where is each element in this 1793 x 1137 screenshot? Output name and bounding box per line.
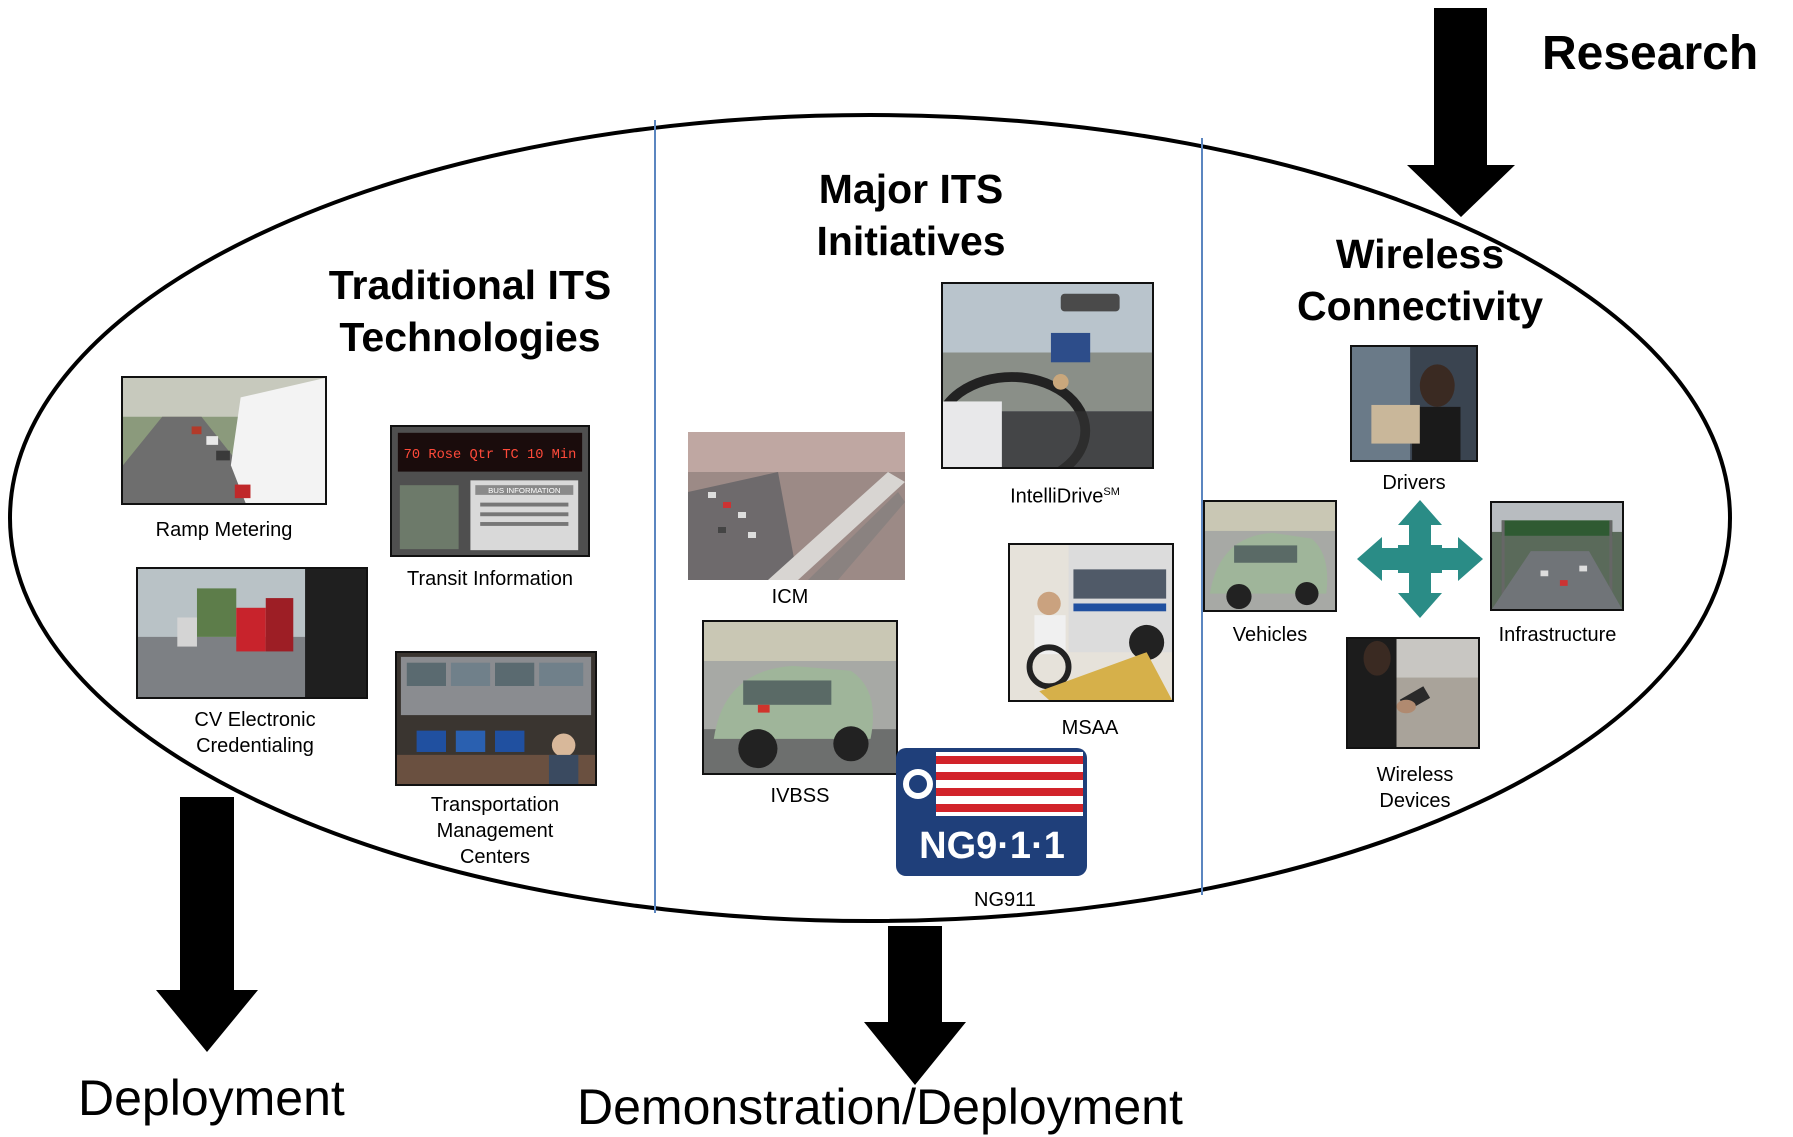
msaa-caption: MSAA bbox=[1061, 717, 1119, 739]
traditional-heading: Traditional ITS Technologies bbox=[328, 262, 612, 360]
wireless-heading: Wireless Connectivity bbox=[1296, 231, 1544, 329]
intellidrive-photo bbox=[941, 282, 1154, 469]
deployment-left-arrow bbox=[156, 797, 258, 1052]
wireless-devices-photo bbox=[1346, 637, 1480, 749]
ng911-logo: NG9·1·1 bbox=[896, 748, 1087, 876]
research-label: Research bbox=[1542, 27, 1759, 80]
vehicles-caption: Vehicles bbox=[1232, 624, 1308, 646]
tmc-caption: Transportation Management Centers bbox=[430, 794, 560, 868]
tmc-photo bbox=[395, 651, 597, 786]
cv-credentialing-caption: CV Electronic Credentialing bbox=[194, 709, 316, 757]
drivers-caption: Drivers bbox=[1382, 472, 1446, 494]
drivers-photo bbox=[1350, 345, 1478, 462]
ramp-metering-photo bbox=[121, 376, 327, 505]
ng911-caption: NG911 bbox=[974, 889, 1036, 911]
transit-information-caption: Transit Information bbox=[407, 568, 573, 590]
research-arrow bbox=[1407, 8, 1515, 217]
ivbss-caption: IVBSS bbox=[770, 785, 830, 807]
infrastructure-caption: Infrastructure bbox=[1498, 624, 1617, 646]
deployment-center-label: Demonstration/Deployment bbox=[577, 1079, 1183, 1135]
wireless-devices-caption: Wireless Devices bbox=[1376, 764, 1454, 812]
cv-credentialing-photo bbox=[136, 567, 368, 699]
icm-photo bbox=[688, 432, 905, 580]
ivbss-photo bbox=[702, 620, 898, 775]
vehicles-photo bbox=[1203, 500, 1337, 612]
infrastructure-photo bbox=[1490, 501, 1624, 611]
deployment-center-arrow bbox=[864, 926, 966, 1085]
transit-sign-text: 70 Rose Qtr TC 10 Min bbox=[404, 448, 577, 463]
major-heading: Major ITS Initiatives bbox=[816, 166, 1006, 264]
icm-caption: ICM bbox=[771, 586, 809, 608]
transit-information-photo: 70 Rose Qtr TC 10 Min BUS INFORMATION bbox=[390, 425, 590, 557]
its-ellipse bbox=[8, 113, 1732, 923]
msaa-photo bbox=[1008, 543, 1174, 702]
connectivity-cross-icon bbox=[1357, 500, 1483, 618]
deployment-left-label: Deployment bbox=[78, 1070, 345, 1126]
bus-info-board-text: BUS INFORMATION bbox=[488, 486, 560, 495]
ramp-metering-caption: Ramp Metering bbox=[155, 519, 293, 541]
intellidrive-caption: IntelliDriveSM bbox=[1010, 485, 1120, 508]
ng911-logo-text: NG9·1·1 bbox=[919, 825, 1065, 867]
